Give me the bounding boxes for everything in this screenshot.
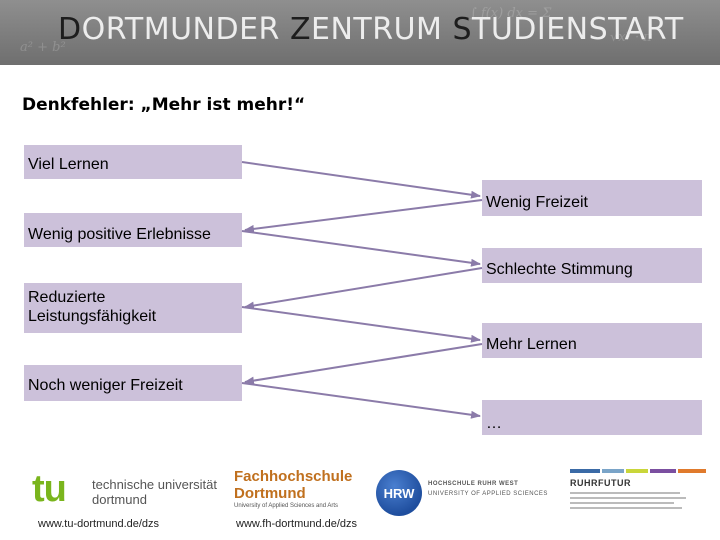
fh-dortmund-logo: Fachhochschule Dortmund University of Ap… [234,468,352,511]
hrw-wordmark: HOCHSCHULE RUHR WEST UNIVERSITY OF APPLI… [428,479,548,499]
tu-url-link[interactable]: www.tu-dortmund.de/dzs [38,518,159,530]
fh-line2: Dortmund [234,485,352,502]
tu-dortmund-wordmark: technische universität dortmund [92,477,217,507]
arrow-viel-to-wenig-freizeit [242,162,480,196]
arrow-positive-to-stimmung [242,231,480,264]
tu-mark: tu [32,468,66,510]
arrow-freizeit-to-positive [245,200,482,230]
fh-url-link[interactable]: www.fh-dortmund.de/dzs [236,518,357,530]
arrow-mehr-lernen-to-noch-weniger [245,344,482,382]
tu-wordmark-line2: dortmund [92,492,217,507]
hrw-wordmark-line2: UNIVERSITY OF APPLIED SCIENCES [428,489,548,499]
ruhrfutur-stripes [570,469,706,473]
arrow-stimmung-to-reduzierte [245,268,482,307]
tu-wordmark-line1: technische universität [92,477,217,492]
hrw-badge: HRW [376,470,422,516]
hrw-wordmark-line1: HOCHSCHULE RUHR WEST [428,479,548,489]
ruhrfutur-finetext [570,492,688,509]
arrow-noch-weniger-to-ellipsis [242,383,480,416]
tu-dortmund-logo: tu [32,470,66,508]
arrow-reduzierte-to-mehr-lernen [242,307,480,340]
ruhrfutur-name: RUHRFUTUR [570,478,631,488]
fh-line3: University of Applied Sciences and Arts [234,502,352,511]
hrw-badge-text: HRW [384,486,415,501]
fh-line1: Fachhochschule [234,468,352,485]
